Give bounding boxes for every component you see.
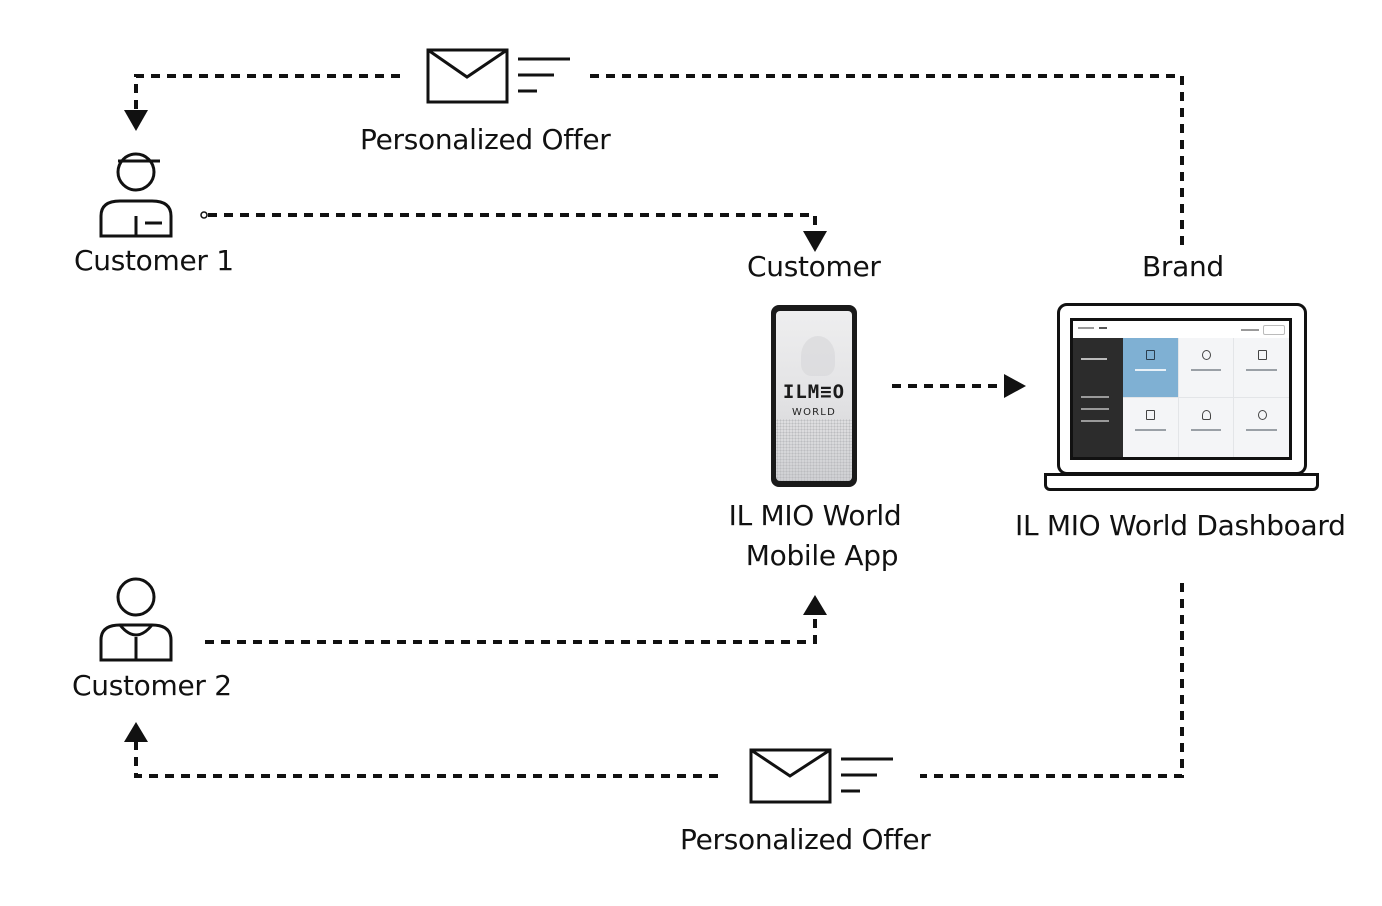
laptop-base	[1044, 473, 1319, 491]
phone-screen: ILM≡O WORLD	[776, 311, 852, 481]
customer-role-label: Customer	[747, 250, 881, 283]
person-with-cap-icon	[99, 152, 173, 238]
sidebar-item[interactable]	[1081, 420, 1109, 422]
header-links	[1241, 329, 1259, 331]
edge-customer1-to-app	[208, 213, 817, 232]
dashboard-header	[1073, 321, 1289, 338]
tile-label	[1135, 369, 1166, 371]
phone-dot-pattern	[776, 419, 852, 481]
arrowhead-to-app-bottom	[803, 595, 827, 615]
bell-icon	[1201, 410, 1211, 420]
tile-label	[1190, 369, 1222, 371]
dashboard-screen	[1070, 318, 1292, 460]
tile-settings[interactable]	[1178, 338, 1234, 397]
app-logo: ILM≡O	[782, 381, 846, 403]
brand-role-label: Brand	[1142, 250, 1224, 283]
header-title-text	[1099, 327, 1107, 329]
arrowhead-to-dashboard	[1004, 374, 1026, 398]
dashboard-sidebar	[1073, 338, 1123, 457]
arrowhead-to-app-top	[803, 231, 827, 252]
tile-label	[1246, 429, 1277, 431]
app-logo-subtitle: WORLD	[792, 407, 836, 418]
edge-offer-top-to-customer1	[134, 74, 400, 110]
tile-notifications[interactable]	[1178, 398, 1234, 457]
smartphone-icon: ILM≡O WORLD	[771, 305, 857, 487]
customer1-label: Customer 1	[74, 244, 234, 277]
tile-export[interactable]	[1123, 398, 1178, 457]
sidebar-user[interactable]	[1081, 358, 1107, 360]
tile-label	[1190, 429, 1222, 431]
edge-customer2-to-app	[205, 616, 817, 644]
envelope-icon	[426, 48, 570, 104]
tile-calendar[interactable]	[1234, 338, 1289, 397]
search-icon	[1257, 410, 1267, 420]
export-document-icon	[1146, 410, 1156, 420]
mobile-app-label-line1: IL MIO World	[728, 499, 902, 532]
arrowhead-to-customer2	[124, 722, 148, 742]
edge-brand-to-offer-top	[585, 74, 1184, 245]
offer-top-label: Personalized Offer	[360, 123, 611, 156]
mobile-app-label-line2: Mobile App	[745, 539, 899, 572]
edge-dashboard-to-offer-bottom	[920, 583, 1184, 778]
edge-offer-bottom-to-customer2	[134, 742, 718, 778]
dashboard-tiles	[1123, 338, 1289, 457]
gear-icon	[1201, 350, 1211, 360]
tile-search[interactable]	[1234, 398, 1289, 457]
customer2-label: Customer 2	[72, 669, 232, 702]
sidebar-item[interactable]	[1081, 408, 1109, 410]
sidebar-item[interactable]	[1081, 396, 1109, 398]
dashboard-label: IL MIO World Dashboard	[1015, 509, 1346, 542]
tile-document[interactable]	[1123, 338, 1178, 397]
document-icon	[1146, 350, 1156, 360]
tile-label	[1135, 429, 1166, 431]
header-brand-text	[1078, 327, 1094, 329]
arrowhead-to-customer1	[124, 110, 148, 131]
phone-background-photo	[801, 336, 835, 376]
edge-start-dot	[200, 211, 208, 219]
envelope-icon	[749, 748, 893, 804]
person-icon	[99, 577, 173, 662]
logout-button[interactable]	[1263, 325, 1285, 335]
offer-bottom-label: Personalized Offer	[680, 823, 931, 856]
calendar-icon	[1257, 350, 1267, 360]
tile-label	[1246, 369, 1277, 371]
